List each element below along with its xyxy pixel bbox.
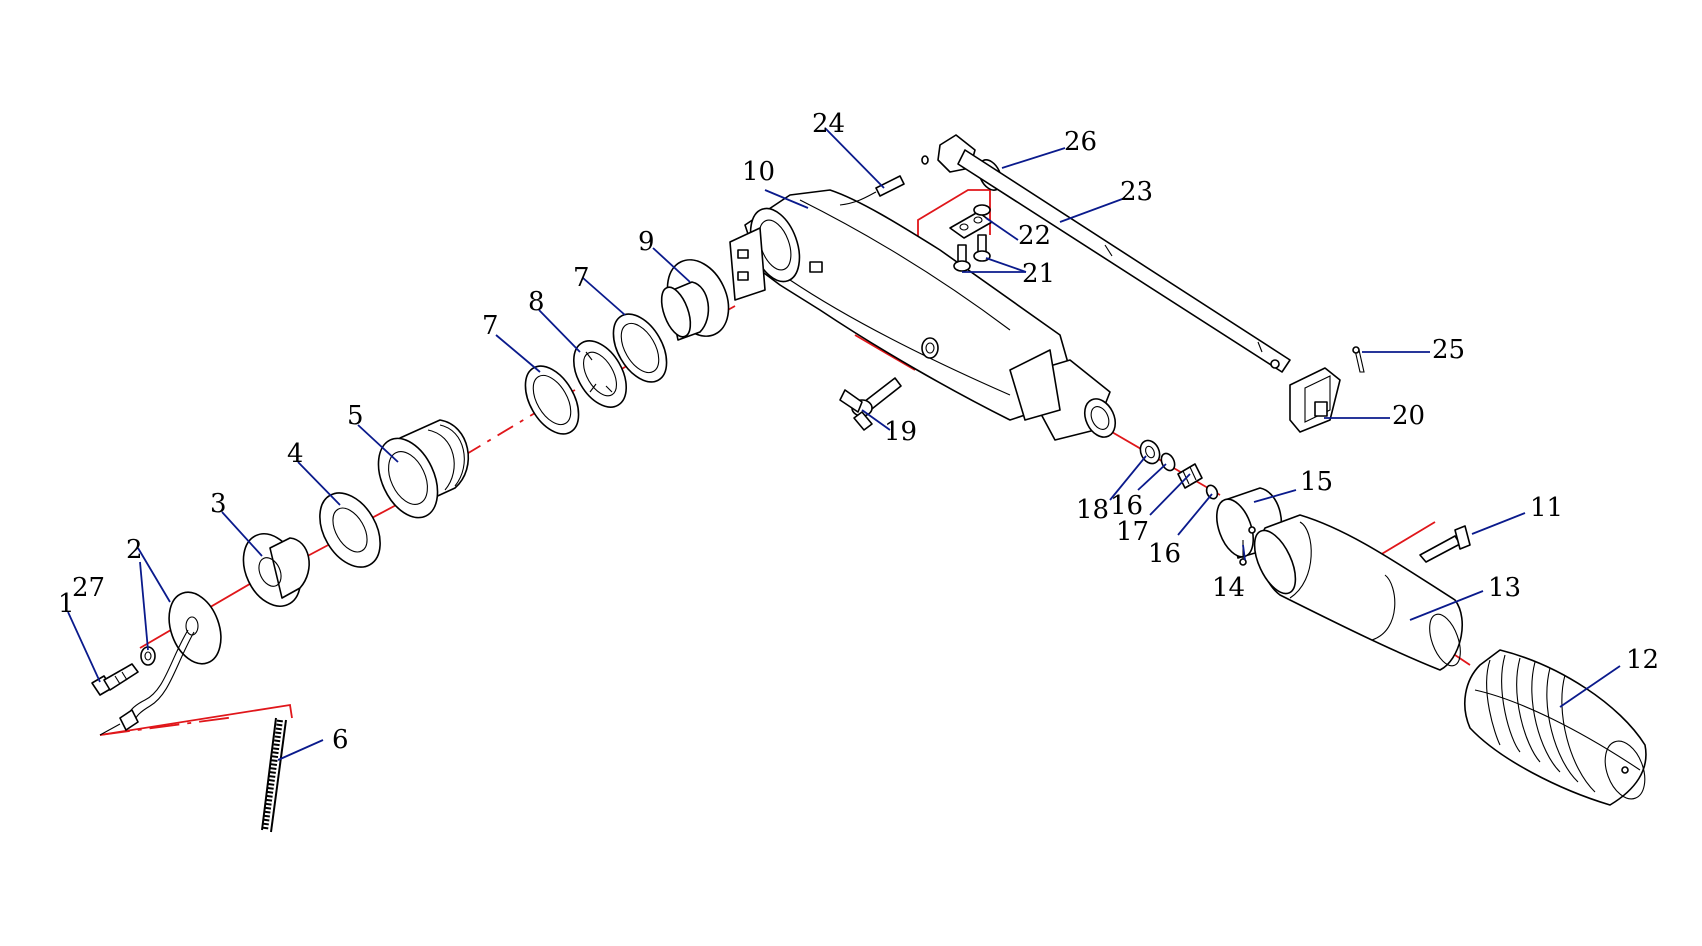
part-thumb-screw — [839, 377, 902, 431]
part-bushing — [242, 533, 310, 607]
part-screw — [1419, 525, 1471, 563]
label-3: 3 — [210, 489, 227, 519]
part-spring — [261, 717, 287, 833]
label-21: 21 — [1022, 259, 1055, 289]
label-1: 1 — [58, 589, 75, 619]
part-grip-sleeve — [1253, 514, 1463, 671]
label-18: 18 — [1076, 495, 1109, 525]
part-bolt — [91, 663, 139, 696]
label-4: 4 — [287, 439, 304, 469]
part-flanged-sleeve — [660, 259, 730, 341]
label-6: 6 — [332, 725, 349, 755]
label-10: 10 — [742, 157, 775, 187]
part-star-washer — [572, 340, 628, 408]
label-7-b: 7 — [573, 263, 590, 293]
label-19: 19 — [884, 417, 917, 447]
part-pulley — [377, 419, 470, 519]
part-arm-housing — [729, 189, 1117, 441]
part-bracket — [949, 211, 993, 239]
part-screws — [953, 204, 991, 272]
label-27: 27 — [72, 573, 105, 603]
part-knurled-handle — [1464, 649, 1647, 806]
label-23: 23 — [1120, 177, 1153, 207]
label-13: 13 — [1488, 573, 1521, 603]
label-2: 2 — [126, 535, 143, 565]
leader-lines — [67, 127, 1621, 761]
label-16-a: 16 — [1110, 491, 1143, 521]
label-22: 22 — [1018, 221, 1051, 251]
part-flange-plate — [99, 591, 222, 736]
part-spacer-ring-a — [524, 365, 580, 435]
label-12: 12 — [1626, 645, 1659, 675]
label-8: 8 — [528, 287, 545, 317]
part-small-washer-b — [1205, 484, 1219, 500]
label-5: 5 — [347, 401, 364, 431]
part-ring — [319, 492, 381, 568]
label-24: 24 — [812, 109, 845, 139]
label-25: 25 — [1432, 335, 1465, 365]
label-11: 11 — [1530, 493, 1563, 523]
part-shaft — [937, 134, 1291, 373]
part-clamp-block — [1289, 367, 1341, 433]
part-spring-small — [1177, 463, 1203, 489]
label-14: 14 — [1212, 573, 1245, 603]
part-pin — [839, 155, 929, 206]
label-9: 9 — [638, 227, 655, 257]
label-7-a: 7 — [482, 311, 499, 341]
part-cotter-pin — [1352, 346, 1365, 373]
part-labels: 1 2 3 4 5 6 7 7 8 9 10 11 12 13 14 15 16… — [58, 109, 1659, 755]
part-spacer-ring-b — [612, 313, 668, 383]
label-26: 26 — [1064, 127, 1097, 157]
label-17: 17 — [1116, 517, 1149, 547]
label-16-b: 16 — [1148, 539, 1181, 569]
label-20: 20 — [1392, 401, 1425, 431]
label-15: 15 — [1300, 467, 1333, 497]
